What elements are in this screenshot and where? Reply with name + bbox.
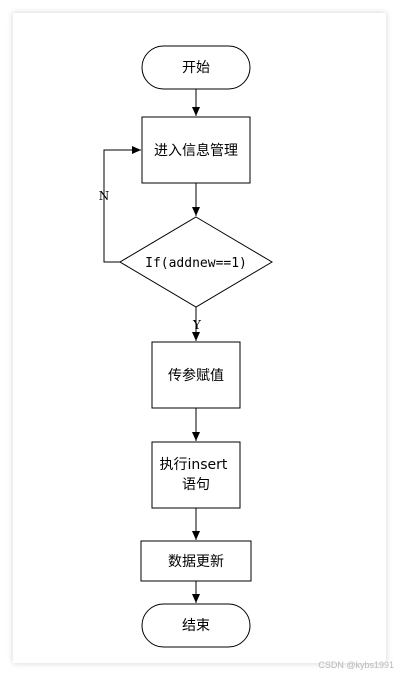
condition-label: If(addnew==1)	[145, 256, 247, 271]
exec-insert-label: 执行insert 语句	[159, 454, 232, 493]
no-label: N	[99, 189, 110, 203]
exec-insert-process	[151, 441, 241, 509]
pass-params-label: 传参赋值	[168, 367, 224, 384]
watermark: CSDN @kybs1991	[318, 660, 394, 670]
exec-line-2: 语句	[182, 477, 210, 493]
yes-label: Y	[192, 318, 202, 332]
start-label: 开始	[182, 60, 210, 76]
no-loop-connector	[103, 146, 141, 263]
end-label: 结束	[182, 618, 210, 634]
enter-info-label: 进入信息管理	[154, 142, 238, 159]
update-data-label: 数据更新	[168, 554, 224, 570]
update-data-process	[140, 540, 252, 582]
exec-line-1: 执行insert	[159, 457, 227, 473]
end-terminal	[141, 603, 251, 648]
